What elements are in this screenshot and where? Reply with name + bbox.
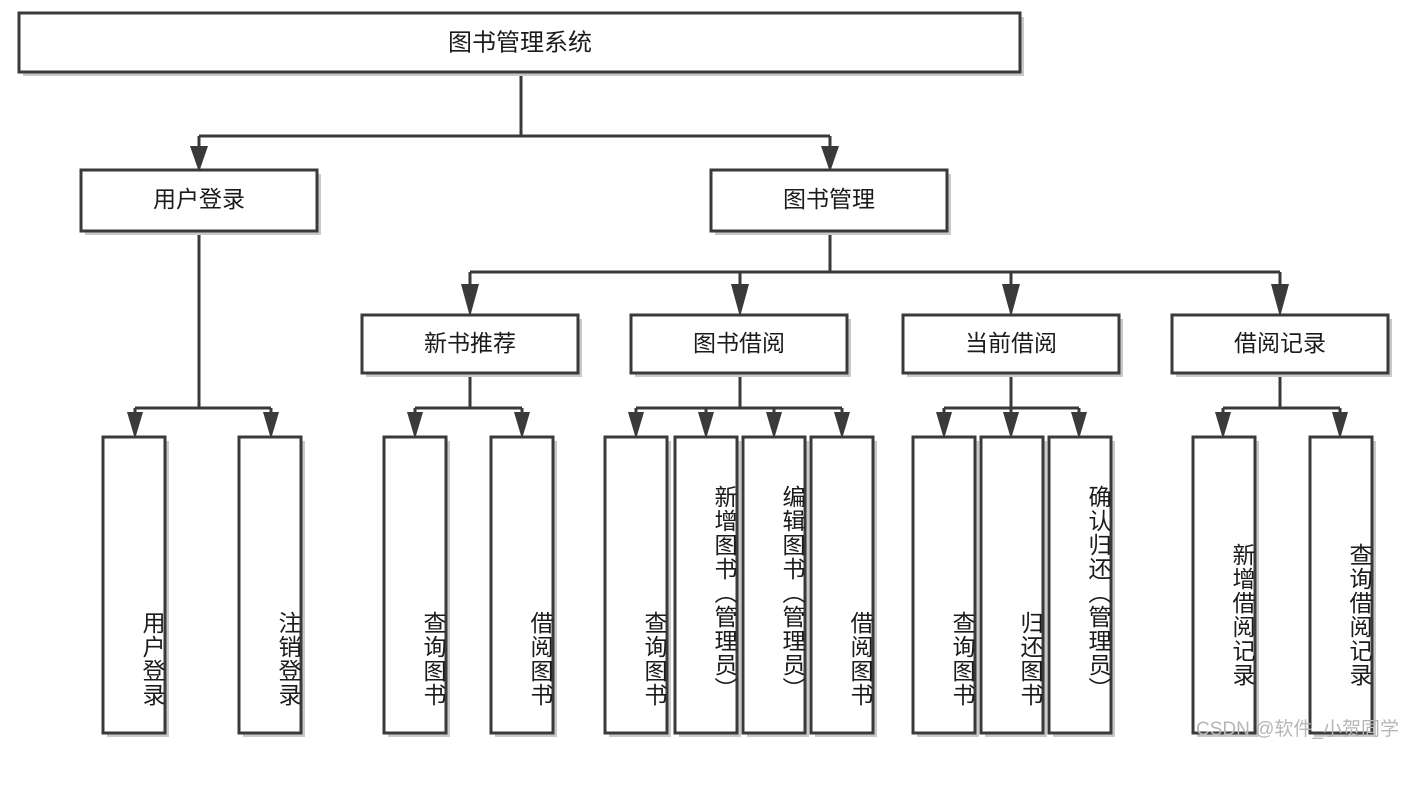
arrowhead-leaf-edit-book bbox=[766, 412, 782, 439]
node-layer: 图书管理系统 用户登录 图书管理 新书推荐 图书借阅 当前借阅 bbox=[17, 11, 1392, 737]
arrowhead-user-login bbox=[190, 146, 208, 172]
hierarchy-diagram: 图书管理系统 用户登录 图书管理 新书推荐 图书借阅 当前借阅 bbox=[17, 11, 1392, 737]
arrowhead-leaf-query-book-c bbox=[936, 412, 952, 439]
root-node-label: 图书管理系统 bbox=[448, 29, 592, 56]
leaf-add-record-box[interactable] bbox=[1191, 435, 1257, 735]
arrowhead-leaf-user-login bbox=[127, 412, 143, 439]
new-book-rec-node-label: 新书推荐 bbox=[424, 330, 516, 356]
diagram-canvas-root: 图书管理系统 用户登录 图书管理 新书推荐 图书借阅 当前借阅 bbox=[17, 11, 1399, 740]
user-login-node-label: 用户登录 bbox=[153, 186, 245, 212]
leaf-user-login-box[interactable] bbox=[101, 435, 167, 735]
leaf-logout-box[interactable] bbox=[237, 435, 303, 735]
book-borrow-node-box[interactable] bbox=[629, 313, 849, 375]
arrowhead-borrow-record bbox=[1271, 284, 1289, 317]
arrowhead-current-borrow bbox=[1002, 284, 1020, 317]
arrowhead-leaf-query-record bbox=[1332, 412, 1348, 439]
leaf-query-book-b-box[interactable] bbox=[603, 435, 669, 735]
arrowhead-leaf-logout bbox=[263, 412, 279, 439]
arrowhead-new-book-rec bbox=[461, 284, 479, 317]
current-borrow-node-box[interactable] bbox=[901, 313, 1121, 375]
leaf-confirm-return-box[interactable] bbox=[1047, 435, 1113, 735]
borrow-record-node-label: 借阅记录 bbox=[1234, 330, 1326, 356]
leaf-query-book-c-box[interactable] bbox=[911, 435, 977, 735]
arrowhead-book-manage bbox=[821, 146, 839, 172]
book-manage-node-label: 图书管理 bbox=[783, 186, 875, 212]
leaf-query-record-box[interactable] bbox=[1308, 435, 1374, 735]
arrowhead-book-borrow bbox=[731, 284, 749, 317]
borrow-record-node-box[interactable] bbox=[1170, 313, 1390, 375]
new-book-rec-node-box[interactable] bbox=[360, 313, 580, 375]
leaf-borrow-book-b-box[interactable] bbox=[809, 435, 875, 735]
arrowhead-leaf-borrow-book-a bbox=[514, 412, 530, 439]
leaf-return-book-box[interactable] bbox=[979, 435, 1045, 735]
leaf-edit-book-box[interactable] bbox=[741, 435, 807, 735]
arrowhead-leaf-query-book-a bbox=[407, 412, 423, 439]
leaf-add-book-box[interactable] bbox=[673, 435, 739, 735]
arrowhead-leaf-add-record bbox=[1215, 412, 1231, 439]
arrowhead-leaf-borrow-book-b bbox=[834, 412, 850, 439]
arrowhead-leaf-add-book bbox=[698, 412, 714, 439]
arrowhead-leaf-return-book bbox=[1003, 412, 1019, 439]
user-login-node-box[interactable] bbox=[79, 168, 319, 233]
book-manage-node-box[interactable] bbox=[709, 168, 949, 233]
connector-layer bbox=[127, 76, 1348, 439]
current-borrow-node-label: 当前借阅 bbox=[965, 330, 1057, 356]
leaf-borrow-book-a-box[interactable] bbox=[489, 435, 555, 735]
arrowhead-leaf-confirm-return bbox=[1071, 412, 1087, 439]
root-node-box[interactable] bbox=[17, 11, 1022, 74]
leaf-query-book-a-box[interactable] bbox=[382, 435, 448, 735]
book-borrow-node-label: 图书借阅 bbox=[693, 330, 785, 356]
arrowhead-leaf-query-book-b bbox=[628, 412, 644, 439]
